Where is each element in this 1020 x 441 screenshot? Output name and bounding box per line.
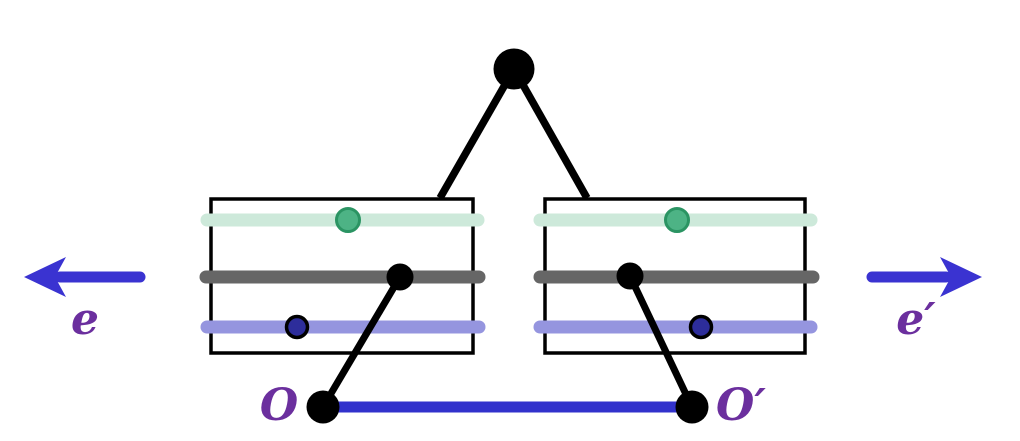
right-arrow-label: e′ (896, 294, 936, 345)
left-arrow-head (24, 257, 66, 297)
navy-point-left (284, 314, 310, 340)
left-arrow-label: e (71, 294, 99, 345)
apex-edge-right (510, 67, 591, 200)
black-point-right (616, 262, 644, 290)
origin-prime-node (675, 390, 709, 424)
connector-left (319, 275, 404, 409)
apex-edge-left (436, 67, 518, 200)
origin-prime-label: O′ (716, 380, 766, 431)
right-arrow-icon (866, 257, 982, 297)
black-point-left (386, 263, 414, 291)
apex-node (493, 48, 535, 90)
origin-label: O (260, 380, 298, 431)
left-arrow-icon (24, 257, 146, 297)
navy-point-right (688, 314, 714, 340)
right-arrow-head (940, 257, 982, 297)
green-point-left (335, 207, 361, 233)
origin-node (306, 390, 340, 424)
green-point-right (664, 207, 690, 233)
connector-right (626, 274, 696, 409)
